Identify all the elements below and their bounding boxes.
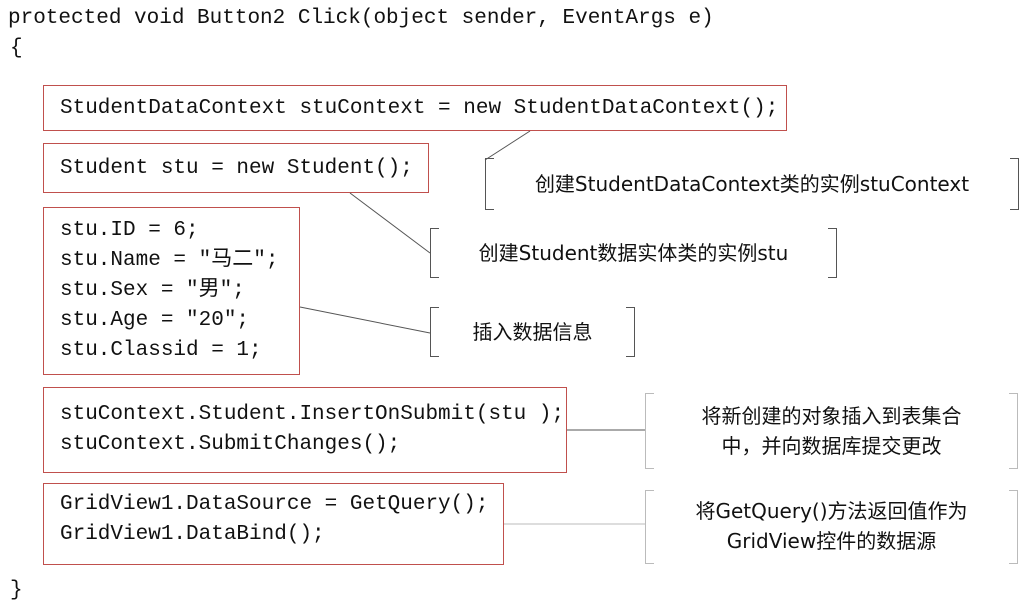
code-block-context: StudentDataContext stuContext = new Stud…	[43, 85, 787, 131]
annotation-text: 插入数据信息	[472, 320, 593, 344]
annotation-student: 创建Student数据实体类的实例stu	[430, 228, 837, 278]
code-line: stu.Name = "马二";	[60, 249, 279, 272]
code-line: stu.ID = 6;	[60, 219, 199, 242]
code-block-student: Student stu = new Student();	[43, 143, 429, 193]
annotation-text: 将新创建的对象插入到表集合 中，并向数据库提交更改	[701, 404, 962, 458]
bracket-right	[1010, 158, 1019, 210]
code-line: stuContext.Student.InsertOnSubmit(stu );	[60, 403, 565, 426]
code-line: StudentDataContext stuContext = new Stud…	[60, 97, 779, 120]
connector-line	[299, 306, 431, 334]
code-block-assign: stu.ID = 6; stu.Name = "马二"; stu.Sex = "…	[43, 207, 300, 375]
bracket-left	[645, 393, 654, 469]
code-line: GridView1.DataBind();	[60, 523, 325, 546]
method-signature: protected void Button2 Click(object send…	[8, 7, 714, 30]
annotation-text: 创建Student数据实体类的实例stu	[478, 241, 789, 265]
code-block-insert: stuContext.Student.InsertOnSubmit(stu );…	[43, 387, 567, 473]
close-brace: }	[10, 579, 23, 602]
code-line: Student stu = new Student();	[60, 157, 413, 180]
bracket-right	[1009, 393, 1018, 469]
bracket-right	[1009, 490, 1018, 564]
annotation-context: 创建StudentDataContext类的实例stuContext	[485, 158, 1019, 210]
open-brace: {	[10, 37, 23, 60]
bracket-right	[828, 228, 837, 278]
bracket-right	[626, 307, 635, 357]
connector-line	[349, 192, 431, 254]
code-block-bind: GridView1.DataSource = GetQuery(); GridV…	[43, 483, 504, 565]
bracket-left	[430, 307, 439, 357]
bracket-left	[645, 490, 654, 564]
connector-line	[484, 130, 531, 161]
code-line: stu.Sex = "男";	[60, 279, 245, 302]
annotation-text: 创建StudentDataContext类的实例stuContext	[534, 172, 970, 196]
annotation-text: 将GetQuery()方法返回值作为 GridView控件的数据源	[695, 499, 968, 553]
annotation-datasource: 将GetQuery()方法返回值作为 GridView控件的数据源	[645, 490, 1018, 564]
annotation-insert-data: 插入数据信息	[430, 307, 635, 357]
code-line: stu.Classid = 1;	[60, 339, 262, 362]
code-line: stu.Age = "20";	[60, 309, 250, 332]
bracket-left	[430, 228, 439, 278]
bracket-left	[485, 158, 494, 210]
code-line: GridView1.DataSource = GetQuery();	[60, 493, 489, 516]
annotation-submit: 将新创建的对象插入到表集合 中，并向数据库提交更改	[645, 393, 1018, 469]
code-line: stuContext.SubmitChanges();	[60, 433, 401, 456]
